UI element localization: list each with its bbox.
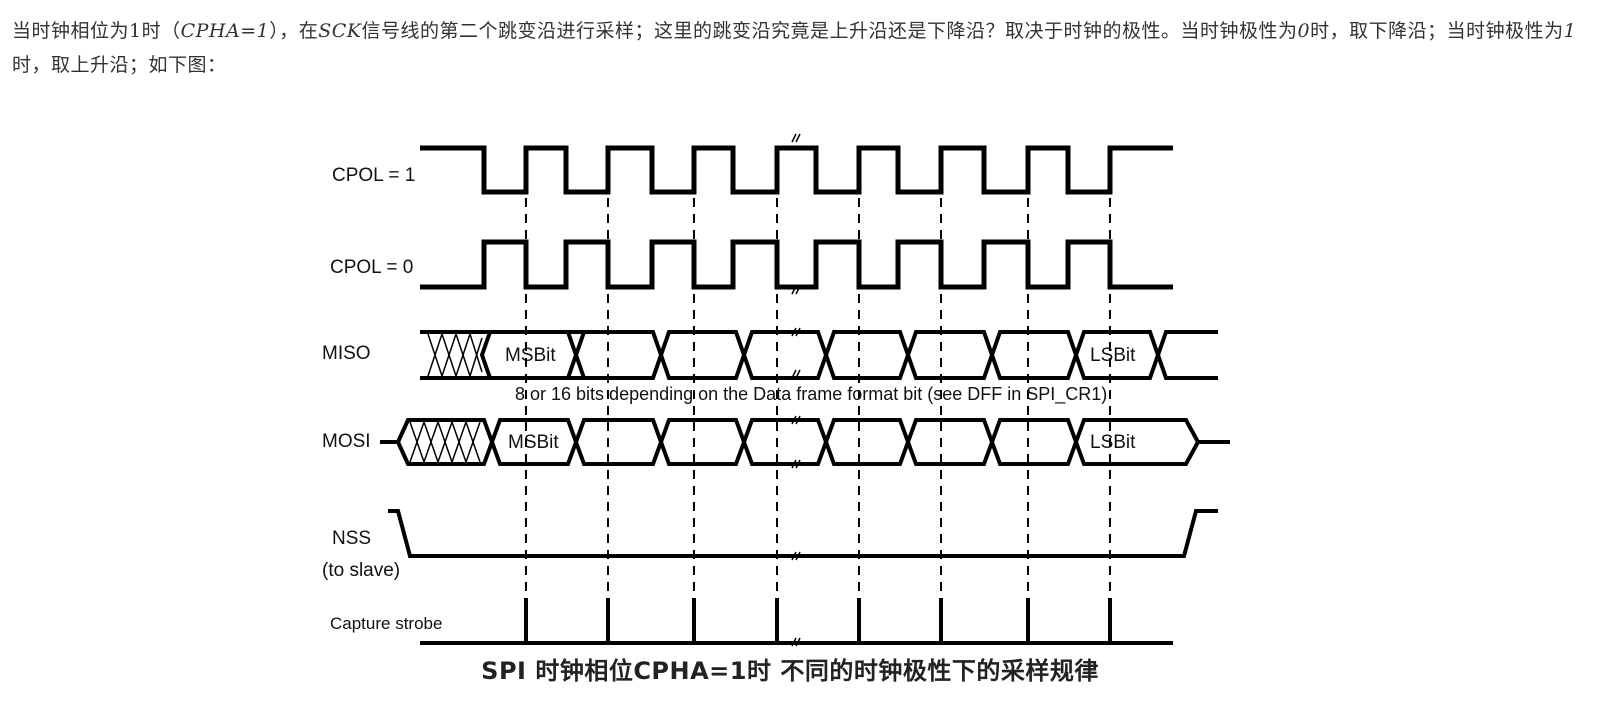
miso-last-bit: LSBit [1090, 345, 1136, 366]
label-nss: NSS [332, 528, 372, 549]
label-miso: MISO [322, 343, 371, 364]
label-nss-sub: (to slave) [322, 560, 401, 581]
intro-text-1: 当时钟相位为1时（ [12, 20, 181, 42]
intro-text-2: ），在 [269, 20, 319, 42]
intro-cpha: CPHA=1 [180, 20, 270, 42]
mosi-bus [380, 418, 1230, 466]
cpol1-clock-waveform [420, 145, 1173, 195]
mosi-last-bit: LSBit [1090, 432, 1136, 453]
label-mosi: MOSI [322, 431, 371, 452]
frame-format-note: 8 or 16 bits depending on the Data frame… [515, 384, 1108, 404]
miso-first-bit: MSBit [505, 345, 556, 366]
intro-text-4: 时，取下降沿；当时钟极性为 [1310, 20, 1564, 42]
capture-strobe-waveform [420, 598, 1173, 645]
nss-waveform [388, 509, 1218, 558]
intro-polarity-0: 0 [1297, 20, 1311, 42]
intro-text-3: 信号线的第二个跳变沿进行采样；这里的跳变沿究竟是上升沿还是下降沿？取决于时钟的极… [361, 20, 1298, 42]
intro-sck: SCK [318, 20, 362, 42]
figure-caption: SPI 时钟相位CPHA=1时 不同的时钟极性下的采样规律 [481, 657, 1099, 685]
label-capture-strobe: Capture strobe [330, 614, 443, 633]
cpol0-clock-waveform [420, 239, 1173, 290]
intro-text-5: 时，取上升沿；如下图： [12, 54, 227, 76]
break-marks [791, 133, 801, 647]
timing-diagram [380, 133, 1230, 647]
label-cpol0: CPOL = 0 [330, 257, 414, 278]
label-cpol1: CPOL = 1 [332, 165, 416, 186]
mosi-first-bit: MSBit [508, 432, 559, 453]
intro-paragraph: 当时钟相位为1时（CPHA=1），在SCK信号线的第二个跳变沿进行采样；这里的跳… [12, 14, 1602, 82]
spi-timing-figure: CPOL = 1 CPOL = 0 MISO MOSI NSS (to slav… [318, 106, 1262, 706]
mosi-hatch [409, 421, 481, 463]
miso-hatch [427, 333, 483, 377]
intro-polarity-1: 1 [1563, 20, 1577, 42]
miso-bus [420, 330, 1218, 380]
